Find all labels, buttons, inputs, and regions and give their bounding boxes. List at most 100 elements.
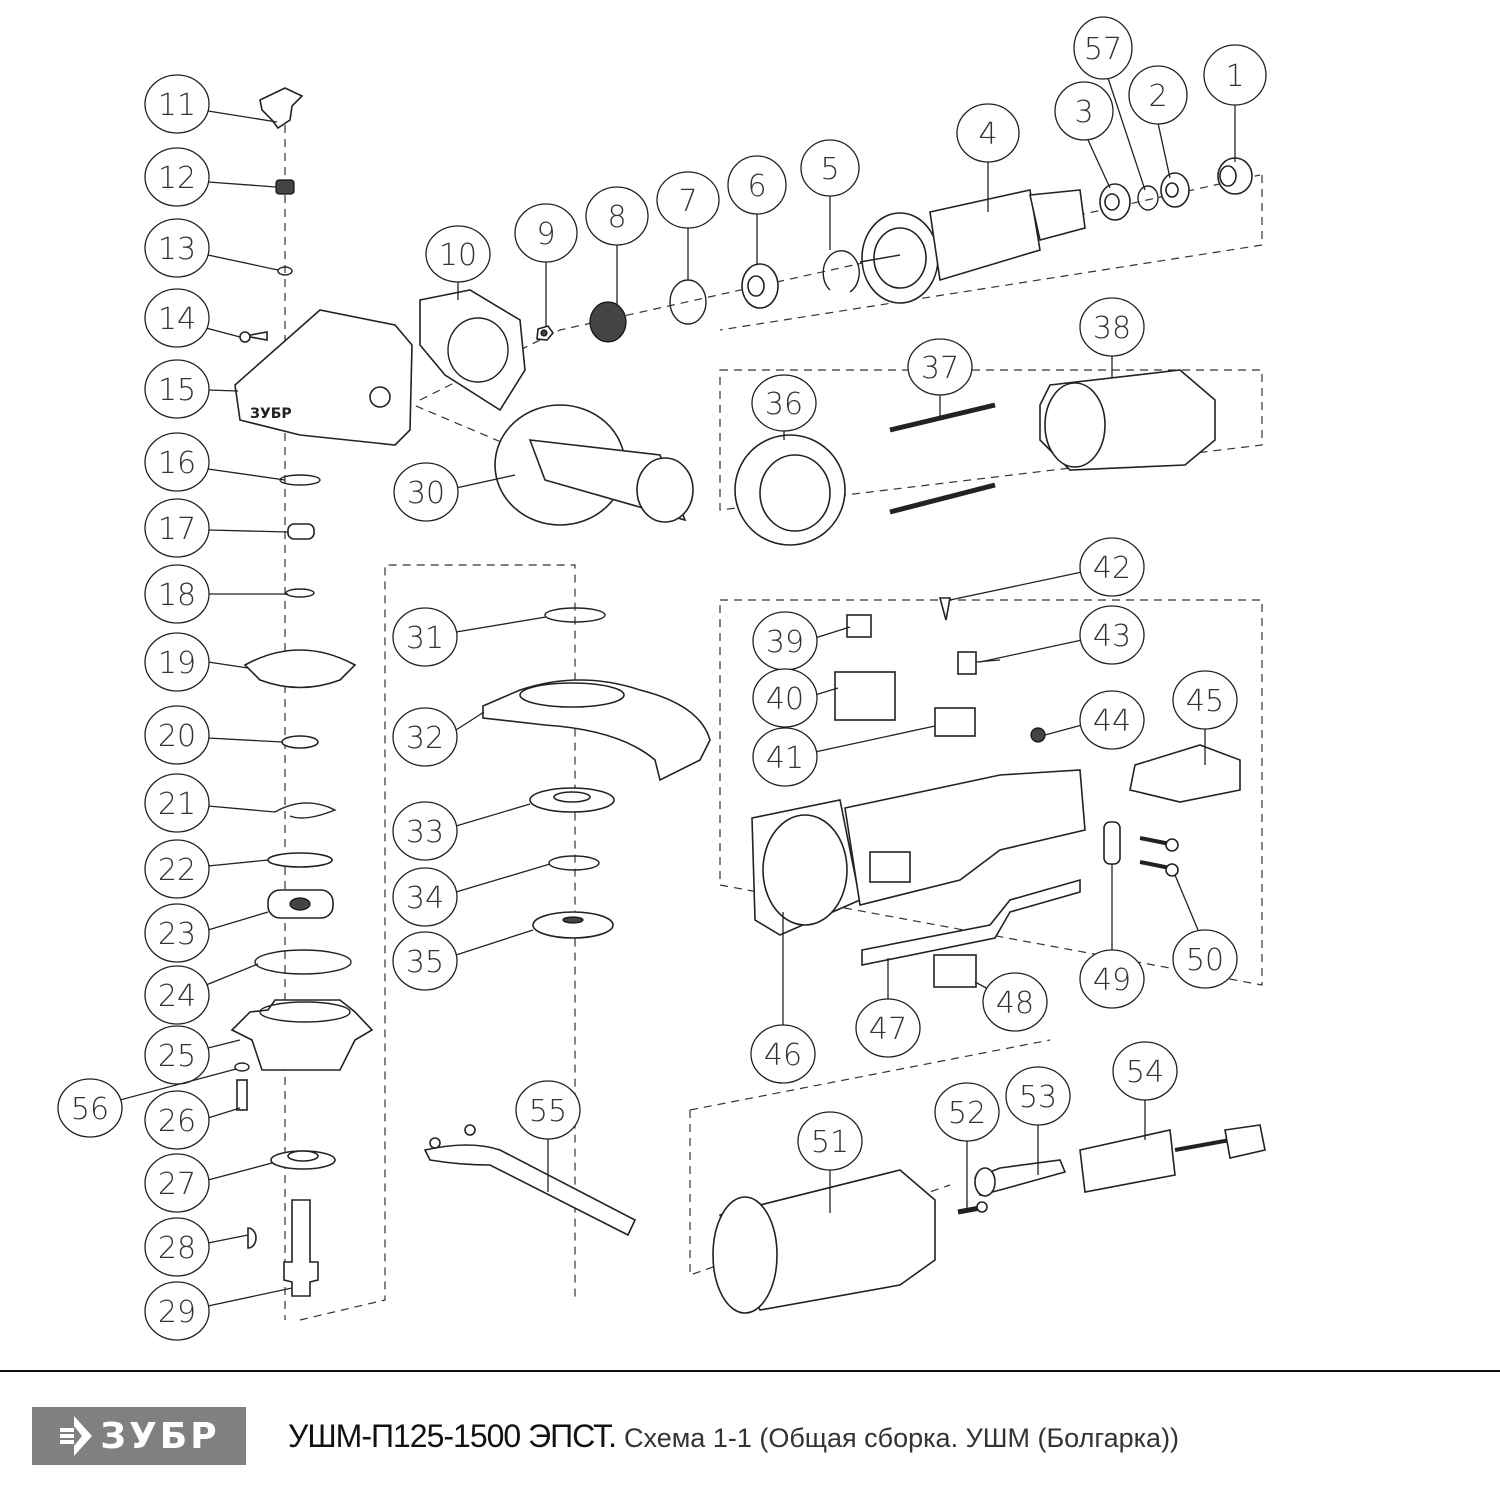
brand-arrow-icon (60, 1416, 93, 1456)
svg-text:5: 5 (820, 152, 839, 187)
callout-17: 17 (144, 498, 289, 558)
callout-16: 16 (144, 432, 286, 492)
callout-57: 57 (1073, 16, 1146, 191)
svg-text:25: 25 (158, 1039, 196, 1074)
callout-52: 52 (934, 1082, 1000, 1210)
svg-text:2: 2 (1148, 79, 1167, 114)
circlip-icon (274, 802, 337, 819)
callout-21: 21 (144, 773, 276, 833)
svg-text:37: 37 (921, 351, 959, 386)
callout-31: 31 (392, 607, 547, 667)
switch-icon (834, 671, 896, 721)
callout-22: 22 (144, 839, 269, 899)
callout-40: 40 (752, 668, 839, 728)
svg-text:1: 1 (1225, 59, 1244, 94)
footer-divider (0, 1370, 1500, 1372)
svg-text:8: 8 (607, 200, 626, 235)
long-screw-icon (889, 482, 996, 515)
svg-text:57: 57 (1084, 32, 1122, 67)
callout-39: 39 (752, 611, 851, 671)
electronic-module-icon (1129, 744, 1241, 803)
svg-text:43: 43 (1093, 619, 1131, 654)
svg-text:56: 56 (71, 1092, 109, 1127)
callout-28: 28 (144, 1217, 249, 1277)
spindle-lock-button-icon (259, 87, 304, 130)
svg-text:40: 40 (766, 682, 804, 717)
callout-29: 29 (144, 1281, 293, 1341)
callout-47: 47 (855, 958, 921, 1058)
callout-41: 41 (752, 725, 936, 787)
callout-43: 43 (979, 605, 1145, 665)
svg-text:33: 33 (406, 815, 444, 850)
callout-53: 53 (1005, 1066, 1071, 1175)
callout-42: 42 (949, 537, 1145, 601)
svg-text:19: 19 (158, 646, 196, 681)
svg-text:52: 52 (948, 1096, 986, 1131)
svg-text:39: 39 (766, 625, 804, 660)
callout-23: 23 (144, 903, 269, 963)
callout-12: 12 (144, 147, 277, 207)
pin-wrench-icon (423, 1144, 637, 1237)
callout-33: 33 (392, 801, 531, 861)
svg-text:15: 15 (158, 373, 196, 408)
screw-icon (938, 597, 951, 621)
callout-44: 44 (1044, 690, 1145, 750)
switch-slider-icon (933, 954, 977, 988)
cord-clamp-icon (1103, 821, 1121, 865)
callout-1: 1 (1203, 44, 1267, 162)
callout-6: 6 (727, 155, 787, 265)
callout-37: 37 (907, 338, 973, 420)
brush-holder-icon (934, 707, 976, 737)
bevel-gear-icon (243, 649, 357, 689)
gear-housing-icon (234, 309, 413, 446)
callout-13: 13 (144, 218, 279, 278)
washer-icon (234, 1062, 250, 1072)
svg-text:4: 4 (978, 117, 997, 152)
bearing-icon (287, 523, 315, 540)
capacitor-icon (846, 614, 872, 638)
callout-9: 9 (514, 203, 578, 326)
carbon-brush-icon (957, 651, 977, 675)
callout-10: 10 (425, 225, 491, 300)
svg-text:22: 22 (158, 853, 196, 888)
callout-35: 35 (392, 929, 534, 991)
callout-24: 24 (144, 963, 259, 1025)
o-ring-icon (544, 607, 606, 623)
callout-50: 50 (1172, 874, 1238, 989)
svg-text:20: 20 (158, 719, 196, 754)
callout-25: 25 (144, 1025, 241, 1085)
circlip-icon (822, 250, 860, 293)
washer-icon (285, 588, 315, 598)
pinion-gear-icon (589, 301, 627, 343)
callout-14: 14 (144, 288, 241, 348)
callout-49: 49 (1079, 864, 1145, 1009)
svg-text:11: 11 (158, 88, 196, 123)
callout-19: 19 (144, 632, 249, 692)
callout-20: 20 (144, 705, 283, 765)
callout-8: 8 (585, 186, 649, 305)
callout-34: 34 (392, 863, 551, 927)
svg-text:50: 50 (1186, 943, 1224, 978)
washer-icon (279, 474, 321, 486)
callout-27: 27 (144, 1153, 273, 1213)
callouts: 1 2 3 4 5 6 7 8 9 10 11 12 13 14 15 16 1… (57, 16, 1267, 1341)
callout-48: 48 (974, 972, 1048, 1032)
svg-text:47: 47 (869, 1012, 907, 1047)
switch-rod-icon (861, 878, 1081, 966)
washer-icon (281, 735, 319, 749)
side-handle-icon (494, 404, 694, 526)
svg-text:16: 16 (158, 446, 196, 481)
power-cord-icon (1079, 1124, 1266, 1193)
svg-text:36: 36 (765, 387, 803, 422)
svg-text:7: 7 (678, 184, 697, 219)
svg-text:24: 24 (158, 979, 196, 1014)
svg-text:34: 34 (406, 881, 444, 916)
svg-text:31: 31 (406, 621, 444, 656)
svg-text:53: 53 (1019, 1080, 1057, 1115)
svg-text:49: 49 (1093, 963, 1131, 998)
callout-4: 4 (956, 103, 1020, 212)
bearing-cover-icon (419, 289, 526, 412)
svg-text:46: 46 (764, 1038, 802, 1073)
callout-3: 3 (1054, 81, 1114, 189)
washer-icon (1137, 185, 1159, 211)
